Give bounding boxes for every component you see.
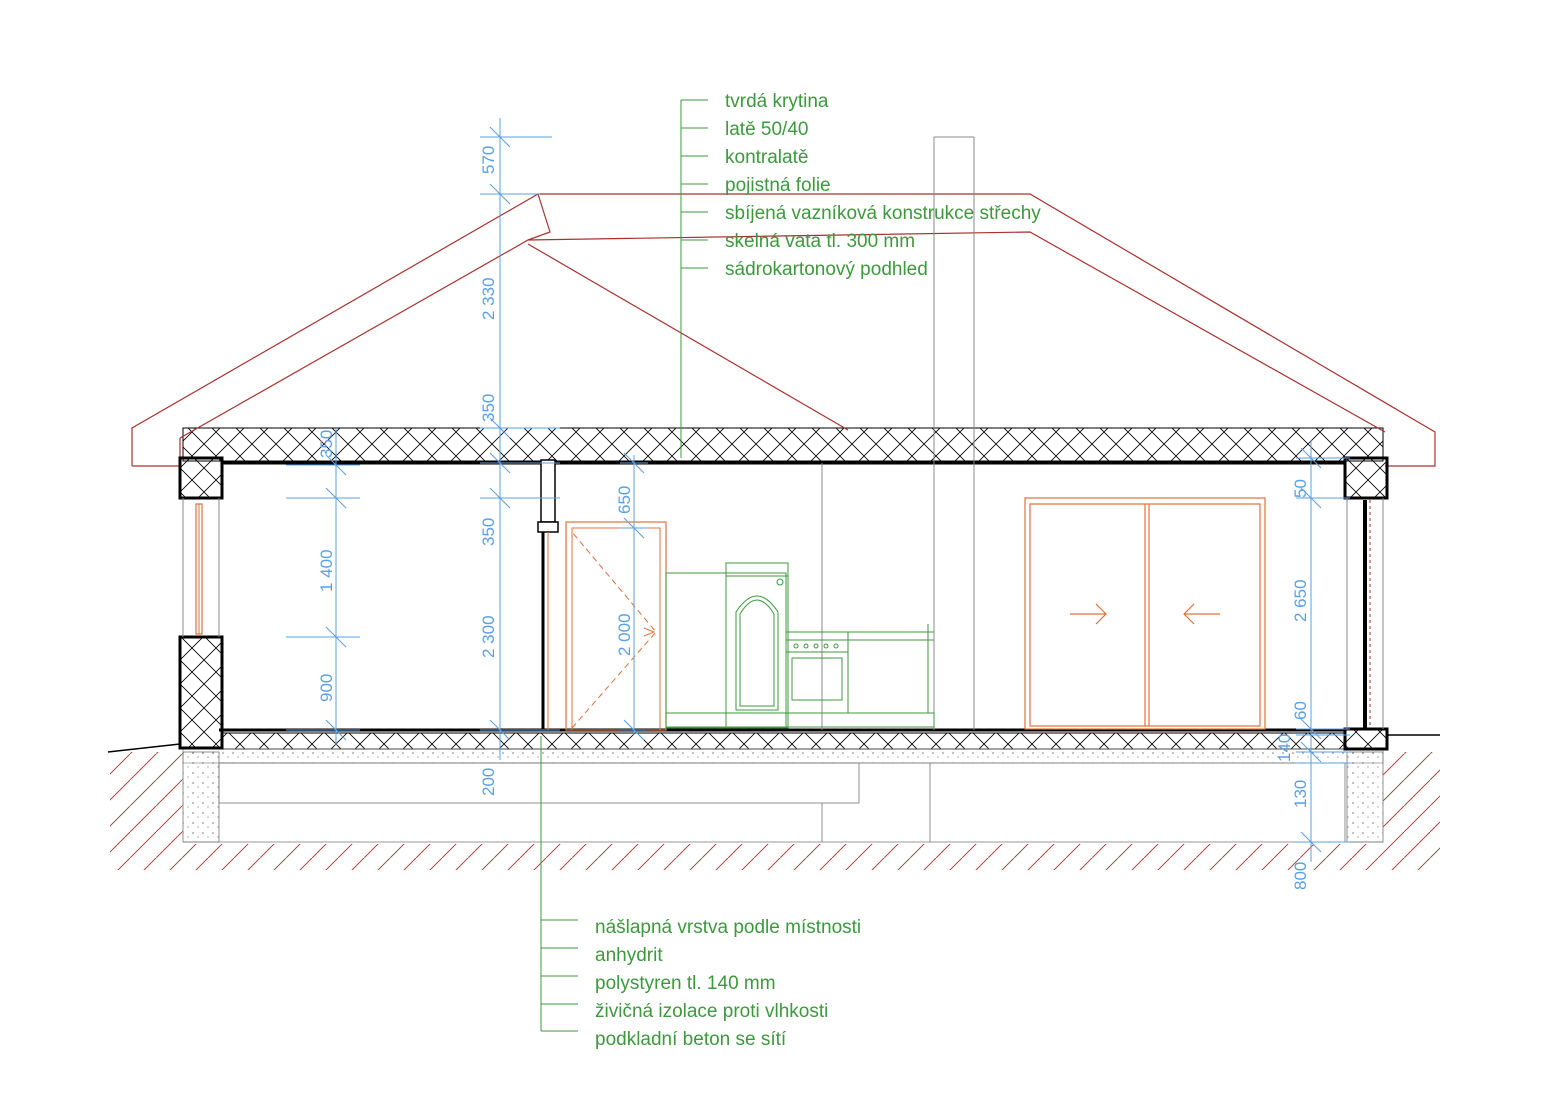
floor-layer-1: nášlapná vrstva podle místnosti <box>595 917 861 938</box>
dim-center-350b: 350 <box>479 518 498 546</box>
dimension-values: 350 1 400 900 570 2 330 350 350 2 300 20… <box>317 146 1310 890</box>
floor-layer-5: podkladní beton se sítí <box>595 1029 787 1050</box>
dim-door-650: 650 <box>615 486 634 514</box>
dim-door-2000: 2 000 <box>615 613 634 656</box>
right-wall <box>1343 456 1389 751</box>
interior-partition <box>537 459 559 730</box>
dim-left-350: 350 <box>317 430 336 458</box>
sliding-door <box>1024 497 1266 730</box>
left-wall <box>178 456 224 750</box>
dim-right-2650: 2 650 <box>1291 579 1310 622</box>
dim-center-570: 570 <box>479 146 498 174</box>
dim-center-350a: 350 <box>479 394 498 422</box>
kitchen-furniture <box>665 562 935 729</box>
dim-center-2330: 2 330 <box>479 277 498 320</box>
dim-right-130: 130 <box>1291 780 1310 808</box>
dim-left-900: 900 <box>317 674 336 702</box>
roof-layer-4: pojistná folie <box>725 175 831 196</box>
roof <box>131 193 1436 467</box>
floor-slab <box>182 728 1384 764</box>
roof-layer-legend: tvrdá krytina latě 50/40 kontralatě poji… <box>680 91 1041 458</box>
dim-right-50: 50 <box>1291 479 1310 498</box>
dim-right-800: 800 <box>1291 862 1310 890</box>
floor-layer-3: polystyren tl. 140 mm <box>595 973 776 994</box>
roof-layer-2: latě 50/40 <box>725 119 808 140</box>
roof-layer-5: sbíjená vazníková konstrukce střechy <box>725 203 1041 224</box>
dim-right-60: 60 <box>1291 701 1310 720</box>
roof-layer-1: tvrdá krytina <box>725 91 829 112</box>
dim-left-1400: 1 400 <box>317 549 336 592</box>
dim-center-200: 200 <box>479 768 498 796</box>
dimension-lines <box>286 118 1350 862</box>
roof-layer-7: sádrokartonový podhled <box>725 259 928 280</box>
ceiling-insulation <box>182 427 1384 465</box>
chimney <box>821 136 975 730</box>
floor-layer-2: anhydrit <box>595 945 663 966</box>
dim-right-140: 140 <box>1275 734 1294 762</box>
ground <box>107 734 1440 870</box>
dim-center-2300: 2 300 <box>479 615 498 658</box>
roof-layer-3: kontralatě <box>725 147 808 168</box>
floor-layer-legend: nášlapná vrstva podle místnosti anhydrit… <box>540 736 861 1050</box>
floor-layer-4: živičná izolace proti vlhkosti <box>595 1001 828 1022</box>
roof-layer-6: skelná vata tl. 300 mm <box>725 231 915 252</box>
